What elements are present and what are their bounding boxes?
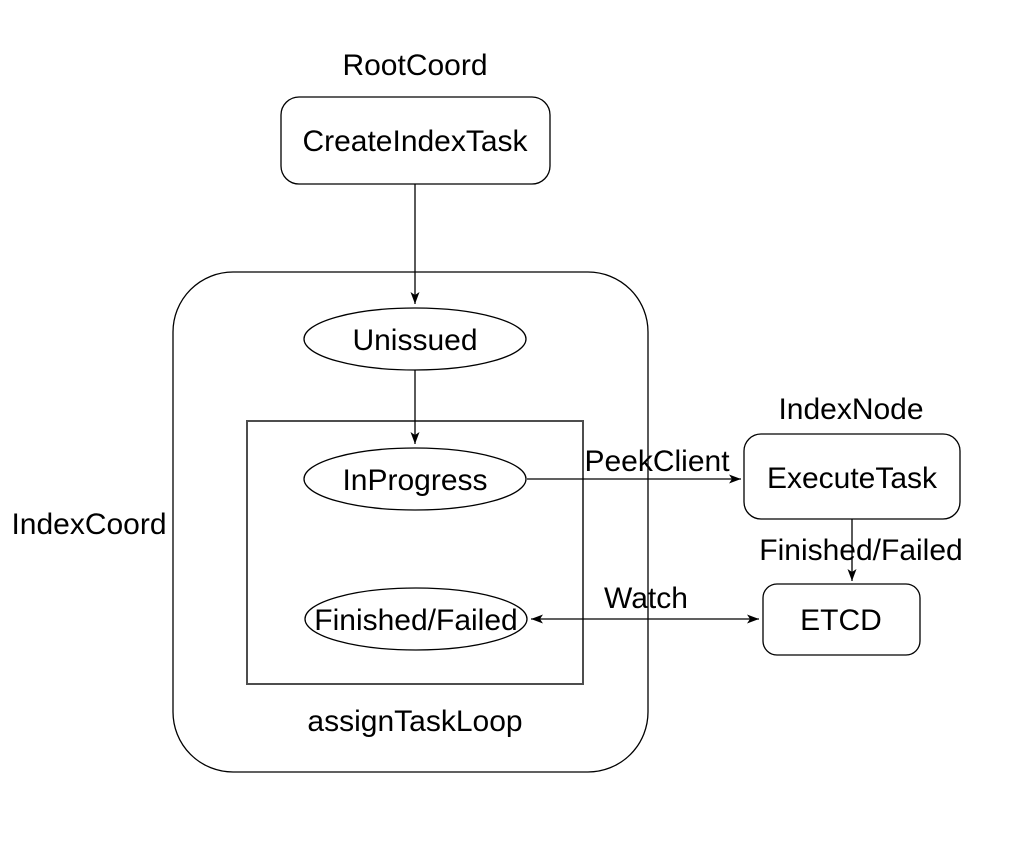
in-progress-node [303,447,527,511]
root-coord-label: RootCoord [342,49,487,82]
finished-failed-node [304,587,528,651]
create-index-task-node [280,96,551,185]
peek-client-label: PeekClient [584,445,730,478]
execute-task-label: ExecuteTask [767,462,938,495]
assign-task-loop-label: assignTaskLoop [307,705,522,738]
index-node-label: IndexNode [778,393,923,426]
execute-task-node [743,433,961,520]
watch-label: Watch [604,582,688,615]
unissued-label: Unissued [352,324,477,357]
in-progress-label: InProgress [342,464,487,497]
etcd-node [762,583,921,656]
create-index-task-label: CreateIndexTask [302,125,528,158]
finished-failed-edge-label: Finished/Failed [759,534,962,567]
finished-failed-label: Finished/Failed [314,604,517,637]
index-coord-label: IndexCoord [11,508,166,541]
index-coord-container [172,271,649,773]
etcd-label: ETCD [800,604,882,637]
unissued-node [303,307,527,371]
